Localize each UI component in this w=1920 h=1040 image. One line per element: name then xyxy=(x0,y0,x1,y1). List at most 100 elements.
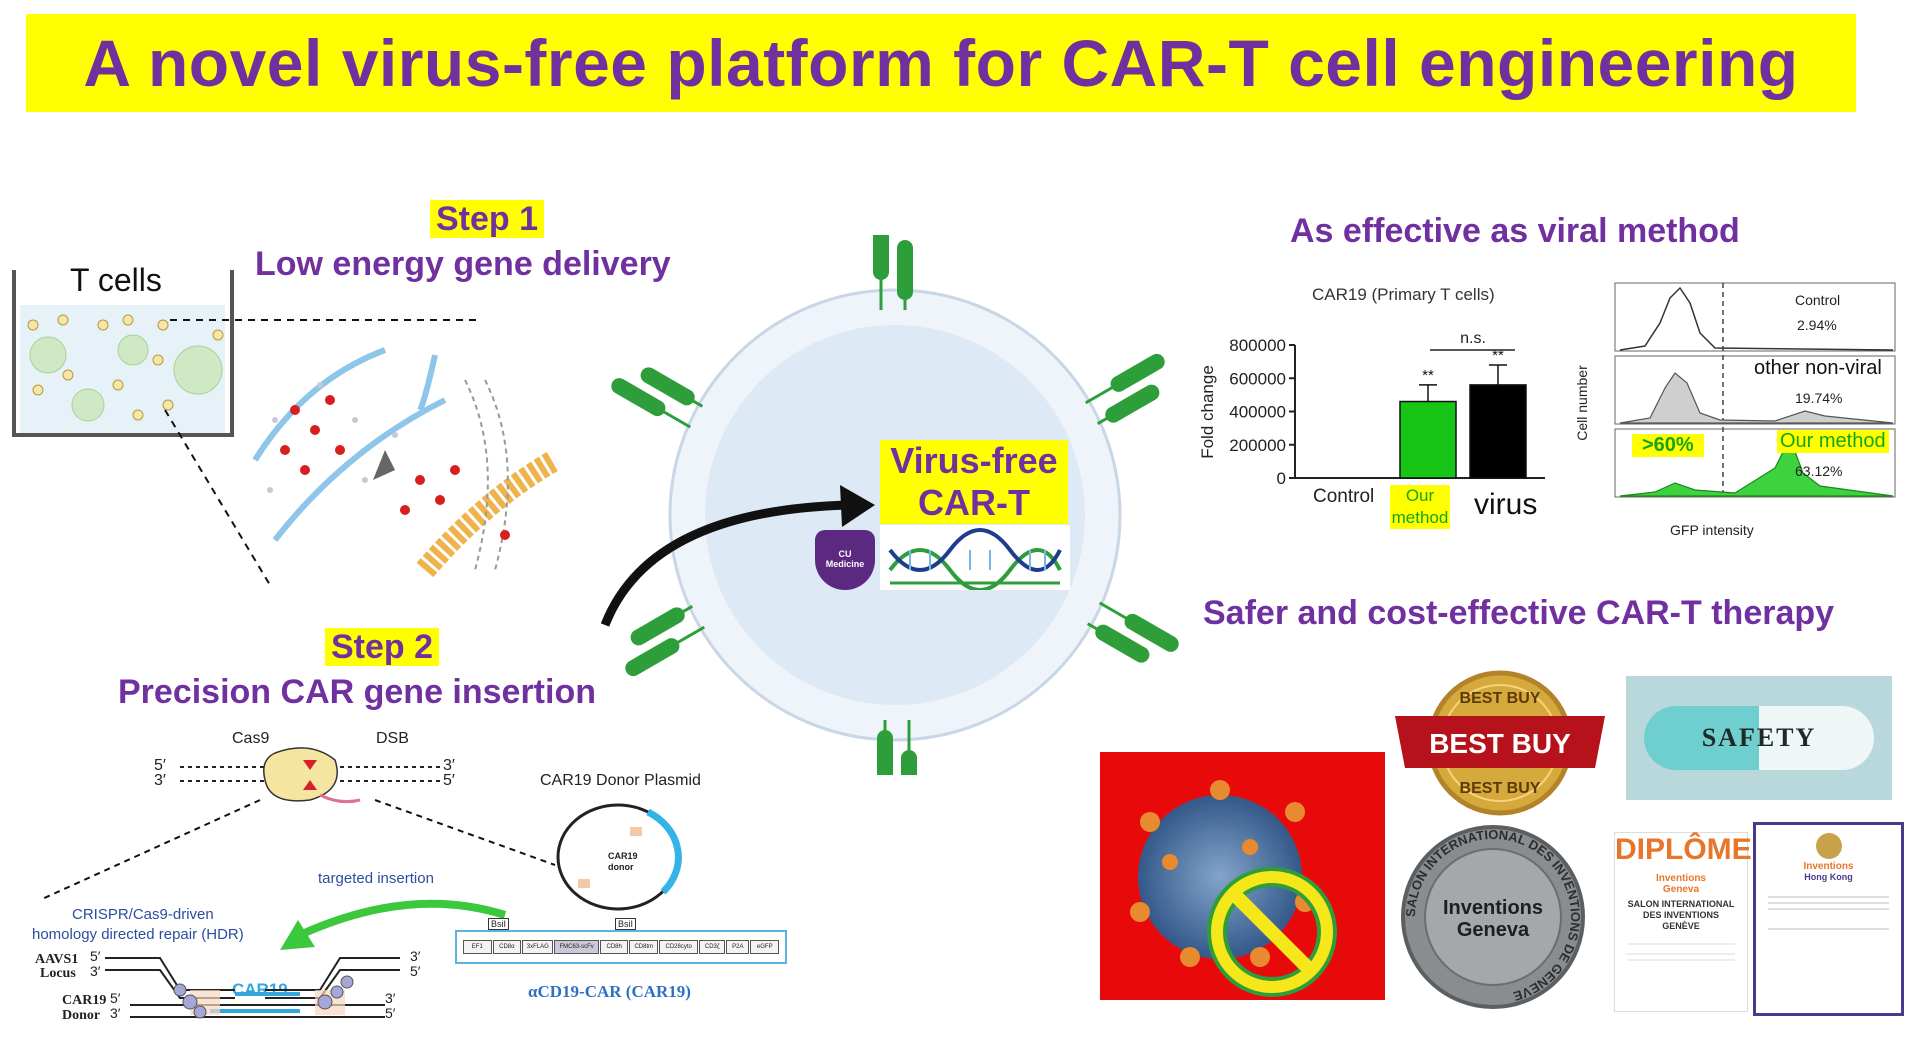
flow-histograms: Cell number xyxy=(1575,282,1896,498)
medal-line2: Geneva xyxy=(1457,919,1530,941)
hist-control-percent: 2.94% xyxy=(1797,317,1837,333)
hist-x-label: GFP intensity xyxy=(1670,522,1754,538)
tcell-cluster xyxy=(27,314,224,422)
virus-free-line1: Virus-free xyxy=(890,440,1058,481)
hist-callout: >60% xyxy=(1632,434,1704,457)
tcells-beaker xyxy=(12,270,234,437)
crispr-label-line2: homology directed repair (HDR) xyxy=(32,926,244,943)
hongkong-certificate: Inventions Hong Kong xyxy=(1753,822,1904,1016)
best-buy-top-text: BEST BUY xyxy=(1460,690,1541,707)
category-our-method: Our method xyxy=(1390,485,1450,530)
safer-heading: Safer and cost-effective CAR-T therapy xyxy=(1203,594,1835,632)
safety-capsule: SAFETY xyxy=(1626,676,1892,800)
step1-subtitle: Low energy gene delivery xyxy=(255,245,671,283)
car19-donor-label-1: CAR19 xyxy=(62,993,107,1008)
gene-particles xyxy=(280,395,510,540)
delivery-arrow xyxy=(600,485,875,627)
hist-panel-control xyxy=(1614,282,1896,352)
significance-label: ** xyxy=(1492,347,1504,364)
nanoneedle xyxy=(373,450,395,480)
best-buy-main-text: BEST BUY xyxy=(1429,728,1571,759)
segment-cd8tm: CD8tm xyxy=(629,940,659,954)
gene-delivery-illustration xyxy=(252,347,561,578)
segment-3xflag: 3xFLAG xyxy=(522,940,554,954)
hist-panel-ours xyxy=(1614,428,1896,498)
cas9-label: Cas9 xyxy=(232,730,270,747)
effective-heading: As effective as viral method xyxy=(1290,212,1740,250)
hdr-5prime-b: 5′ xyxy=(110,990,121,1006)
segment-cd8a: CD8α xyxy=(492,940,522,954)
construct-segments: EF1 CD8α 3xFLAG FMC63-scFv CD8h CD8tm CD… xyxy=(463,940,780,954)
dna-bottom-5prime: 5′ xyxy=(443,772,455,789)
zoom-lines xyxy=(164,319,480,586)
category-virus: virus xyxy=(1474,488,1538,521)
plasmid-donor-text: donor xyxy=(608,862,634,872)
page-title: A novel virus-free platform for CAR-T ce… xyxy=(83,26,1799,100)
error-bar-2 xyxy=(1489,364,1507,385)
y-tick-label: 600000 xyxy=(1229,369,1286,388)
step2-label: Step 2 xyxy=(325,628,440,667)
y-axis-label: Fold change xyxy=(1198,365,1217,459)
diplome-brand-1: Inventions xyxy=(1655,873,1706,884)
beaker-wall xyxy=(12,270,234,437)
cu-medicine-logo: CU Medicine xyxy=(815,530,875,590)
hdr-5prime-c: 5′ xyxy=(410,963,421,979)
hdr-3prime-a: 3′ xyxy=(90,963,101,979)
tcells-label: T cells xyxy=(70,262,162,298)
segment-fmc63: FMC63-scFv xyxy=(554,940,599,954)
diplome-certificate: DIPLÔME Inventions Geneva SALON INTERNAT… xyxy=(1614,832,1752,1012)
segment-cd28: CD28cyto xyxy=(659,940,699,954)
segment-egfp: eGFP xyxy=(750,940,780,954)
hdr-3prime-d: 3′ xyxy=(385,990,396,1006)
best-buy-badge: BEST BUY BEST BUY BEST BUY xyxy=(1395,670,1605,816)
construct-label: αCD19-CAR (CAR19) xyxy=(528,982,691,1001)
aavs1-label: AAVS1 xyxy=(35,952,79,967)
hdr-5prime-a: 5′ xyxy=(90,948,101,964)
bsii-site-1: BsiI xyxy=(488,918,510,930)
capsule-pill: SAFETY xyxy=(1644,706,1874,770)
hist-panel-other xyxy=(1614,355,1896,425)
hdr-5prime-d: 5′ xyxy=(385,1005,396,1021)
plasmid-title: CAR19 Donor Plasmid xyxy=(540,772,701,789)
prohibited-icon xyxy=(1207,867,1337,997)
hdr-diagram xyxy=(105,957,400,1019)
crispr-label-line1: CRISPR/Cas9-driven xyxy=(72,906,214,923)
title-banner: A novel virus-free platform for CAR-T ce… xyxy=(26,14,1856,112)
step2-subtitle: Precision CAR gene insertion xyxy=(118,673,596,711)
bar-2 xyxy=(1469,384,1527,479)
locus-label: Locus xyxy=(40,966,76,981)
segment-p2a: P2A xyxy=(726,940,750,954)
hist-ours-percent: 63.12% xyxy=(1795,463,1843,479)
hk-seal xyxy=(1815,833,1842,859)
segment-cd8h: CD8h xyxy=(599,940,629,954)
targeted-insertion-label: targeted insertion xyxy=(318,870,434,887)
best-buy-bottom-text: BEST BUY xyxy=(1460,780,1541,797)
hist-ours-name: Our method xyxy=(1777,430,1889,453)
significance-label: ** xyxy=(1422,367,1434,384)
virus-free-label: Virus-free CAR-T xyxy=(880,440,1068,524)
y-tick-label: 400000 xyxy=(1229,403,1286,422)
bar-chart-title: CAR19 (Primary T cells) xyxy=(1312,285,1495,304)
comparison-label: n.s. xyxy=(1460,330,1486,347)
hist-control-name: Control xyxy=(1795,292,1841,308)
hdr-3prime-c: 3′ xyxy=(410,948,421,964)
safety-text: SAFETY xyxy=(1701,723,1817,752)
y-tick-label: 0 xyxy=(1277,469,1286,488)
diplome-brand-2: Geneva xyxy=(1662,884,1700,895)
hist-curve-control xyxy=(1619,286,1894,351)
medal-line1: Inventions xyxy=(1443,897,1543,919)
hk-brand-1: Inventions xyxy=(1803,861,1854,872)
category-control: Control xyxy=(1313,486,1375,507)
lipid-dots xyxy=(267,382,398,493)
logo-text: CU Medicine xyxy=(825,549,865,569)
cas9-protein xyxy=(263,747,338,802)
segment-ef1: EF1 xyxy=(463,940,492,954)
step1-label: Step 1 xyxy=(430,200,545,239)
hist-other-percent: 19.74% xyxy=(1795,390,1843,406)
hdr-zoom-lines xyxy=(39,799,556,901)
dna-helix-icon xyxy=(880,525,1070,590)
bar-1 xyxy=(1399,400,1457,479)
hist-curve-ours xyxy=(1619,436,1894,497)
segment-cd3z: CD3ζ xyxy=(699,940,726,954)
donor-plasmid: CAR19 donor xyxy=(556,803,682,911)
